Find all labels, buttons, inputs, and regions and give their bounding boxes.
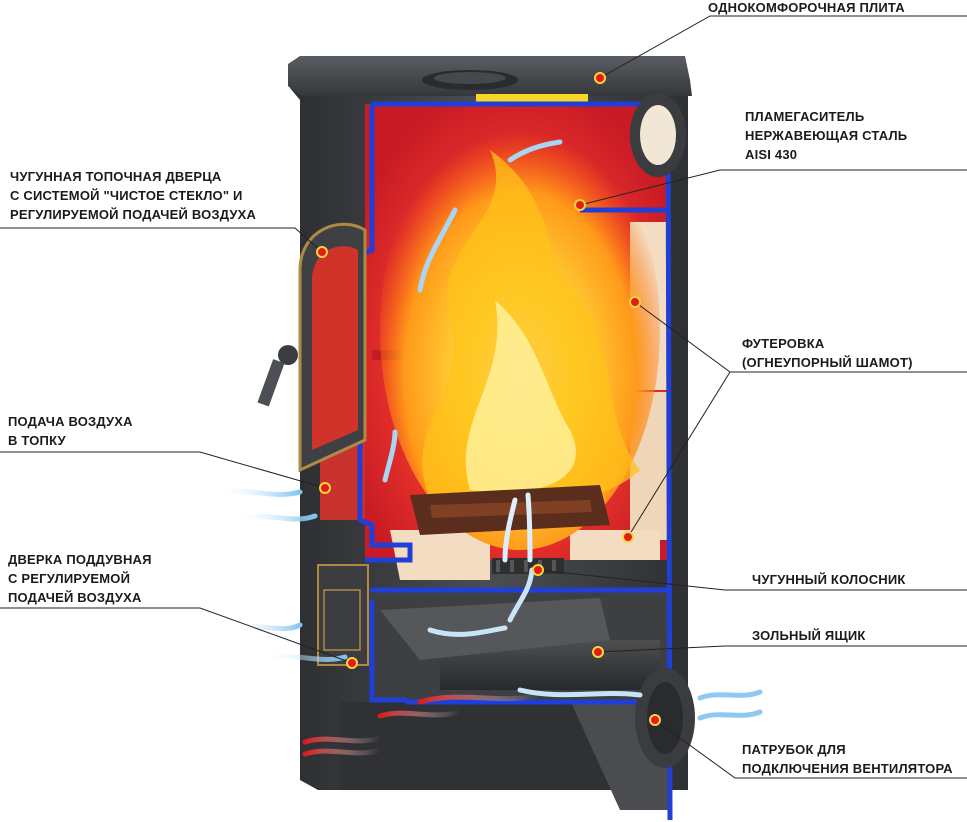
label-line: (ОГНЕУПОРНЫЙ ШАМОТ) bbox=[742, 355, 913, 370]
flames bbox=[380, 110, 660, 550]
label-line: ПАТРУБОК ДЛЯ bbox=[742, 742, 846, 757]
label-line: ПОДАЧЕЙ ВОЗДУХА bbox=[8, 590, 142, 605]
label-line: ЧУГУННАЯ ТОПОЧНАЯ ДВЕРЦА bbox=[10, 169, 222, 184]
marker-fire-door bbox=[316, 246, 328, 258]
ash-box bbox=[370, 590, 668, 700]
label-line: С СИСТЕМОЙ "ЧИСТОЕ СТЕКЛО" И bbox=[10, 188, 243, 203]
label-line: ПОДАЧА ВОЗДУХА bbox=[8, 414, 133, 429]
label-lining: ФУТЕРОВКА (ОГНЕУПОРНЫЙ ШАМОТ) bbox=[742, 334, 913, 372]
marker-air-supply bbox=[319, 482, 331, 494]
marker-grate bbox=[532, 564, 544, 576]
label-line: РЕГУЛИРУЕМОЙ ПОДАЧЕЙ ВОЗДУХА bbox=[10, 207, 257, 222]
label-line: ЧУГУННЫЙ КОЛОСНИК bbox=[752, 572, 906, 587]
marker-lining-upper bbox=[629, 296, 641, 308]
cold-air-arrows bbox=[212, 139, 763, 721]
label-line: ПЛАМЕГАСИТЕЛЬ bbox=[745, 109, 865, 124]
label-line: В ТОПКУ bbox=[8, 433, 66, 448]
marker-ash-box bbox=[592, 646, 604, 658]
marker-fan-pipe bbox=[649, 714, 661, 726]
stove-plate-insert bbox=[476, 94, 588, 102]
label-grate: ЧУГУННЫЙ КОЛОСНИК bbox=[752, 570, 906, 589]
label-line: ЗОЛЬНЫЙ ЯЩИК bbox=[752, 628, 866, 643]
label-line: ДВЕРКА ПОДДУВНАЯ bbox=[8, 552, 152, 567]
label-line: AISI 430 bbox=[745, 147, 798, 162]
marker-stove-top bbox=[594, 72, 606, 84]
label-fan-pipe: ПАТРУБОК ДЛЯ ПОДКЛЮЧЕНИЯ ВЕНТИЛЯТОРА bbox=[742, 740, 953, 778]
marker-ash-door bbox=[346, 657, 358, 669]
label-line: НЕРЖАВЕЮЩАЯ СТАЛЬ bbox=[745, 128, 908, 143]
label-line: С РЕГУЛИРУЕМОЙ bbox=[8, 571, 131, 586]
bottom-compartment bbox=[340, 700, 668, 810]
label-line: ПОДКЛЮЧЕНИЯ ВЕНТИЛЯТОРА bbox=[742, 761, 953, 776]
fire-door bbox=[257, 222, 367, 473]
hot-air-arrows bbox=[302, 692, 543, 757]
ash-door bbox=[317, 564, 369, 666]
label-line: ОДНОКОМФОРОЧНАЯ ПЛИТА bbox=[708, 0, 905, 15]
label-line: ФУТЕРОВКА bbox=[742, 336, 825, 351]
marker-lining-lower bbox=[622, 531, 634, 543]
leader-lines bbox=[0, 15, 967, 779]
marker-flame-damper bbox=[574, 199, 586, 211]
label-ash-box: ЗОЛЬНЫЙ ЯЩИК bbox=[752, 626, 866, 645]
label-stove-top: ОДНОКОМФОРОЧНАЯ ПЛИТА bbox=[708, 0, 905, 17]
markers bbox=[316, 72, 661, 726]
label-flame-damper: ПЛАМЕГАСИТЕЛЬ НЕРЖАВЕЮЩАЯ СТАЛЬ AISI 430 bbox=[745, 107, 907, 164]
fan-pipe bbox=[630, 93, 695, 768]
label-air-supply: ПОДАЧА ВОЗДУХА В ТОПКУ bbox=[8, 412, 133, 450]
label-ash-door: ДВЕРКА ПОДДУВНАЯ С РЕГУЛИРУЕМОЙ ПОДАЧЕЙ … bbox=[8, 550, 152, 607]
label-fire-door: ЧУГУННАЯ ТОПОЧНАЯ ДВЕРЦА С СИСТЕМОЙ "ЧИС… bbox=[10, 167, 256, 224]
